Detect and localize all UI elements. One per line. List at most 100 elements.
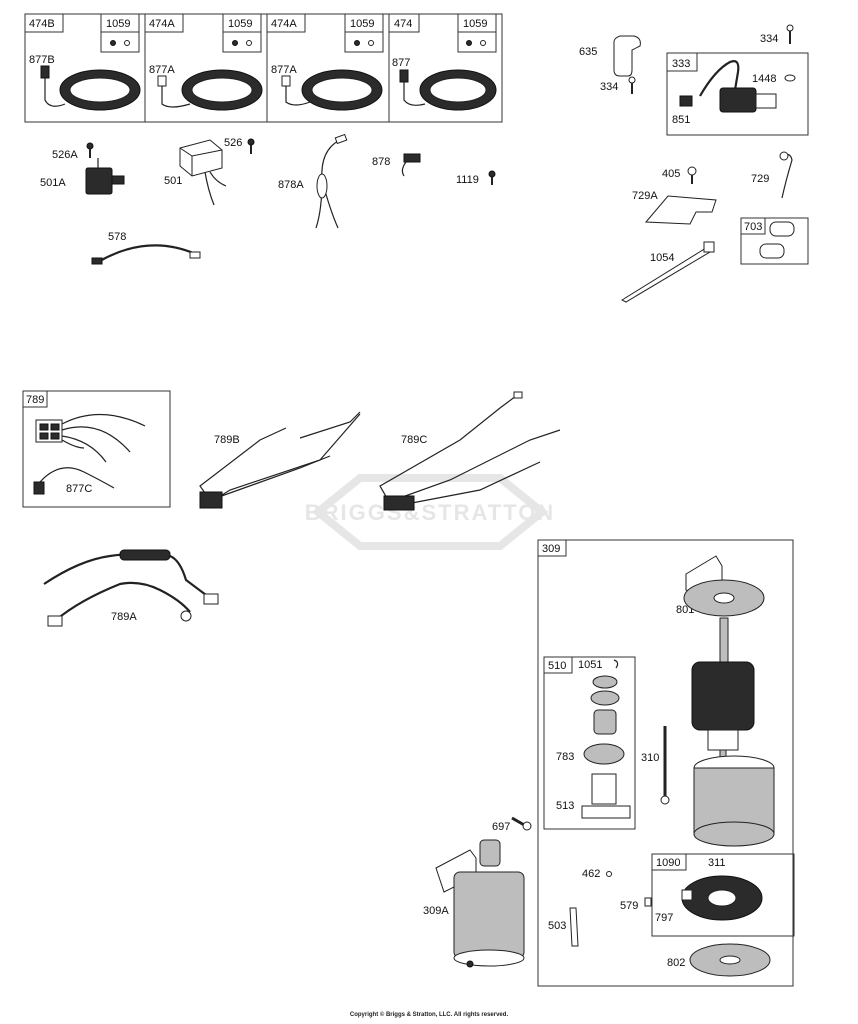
label-697: 697 — [492, 821, 510, 833]
label-503: 503 — [548, 920, 566, 932]
ground-wire-729 — [779, 151, 793, 199]
ref-474A: 474A — [149, 18, 175, 30]
ref-333: 333 — [672, 58, 690, 70]
through-bolt-310 — [660, 726, 670, 805]
starter-motor-309A — [435, 839, 525, 968]
label-526A: 526A — [52, 149, 78, 161]
regulator-501 — [179, 139, 227, 206]
stator-474 — [399, 69, 497, 111]
label-310: 310 — [641, 752, 659, 764]
label-877B: 877B — [29, 54, 55, 66]
svg-text:BRIGGS&STRATTON: BRIGGS&STRATTON — [305, 500, 555, 525]
bracket-503 — [569, 907, 579, 947]
label-783: 783 — [556, 751, 574, 763]
ignition-coil-333 — [679, 60, 777, 113]
label-878: 878 — [372, 156, 390, 168]
regulator-501A — [85, 158, 125, 195]
brush-plate-1090 — [681, 875, 763, 921]
brand-watermark: BRIGGS&STRATTON — [305, 474, 555, 550]
label-334: 334 — [600, 81, 618, 93]
ref-309: 309 — [542, 543, 560, 555]
brush-box-1090 — [651, 853, 795, 937]
label-1051: 1051 — [578, 659, 602, 671]
ref-510: 510 — [548, 660, 566, 672]
alternator-group: 474B 1059 877B 474A 1059 877A 474A — [24, 13, 503, 123]
label-1119: 1119 — [456, 174, 479, 186]
label-729A: 729A — [632, 190, 658, 202]
ref-474A: 474A — [271, 18, 297, 30]
cable-578 — [91, 244, 201, 265]
bracket-729A — [644, 195, 717, 225]
label-405: 405 — [662, 168, 680, 180]
clamp-703 — [759, 221, 795, 259]
label-1448: 1448 — [752, 73, 776, 85]
label-578: 578 — [108, 231, 126, 243]
stator-474B — [40, 65, 141, 111]
harness-789B — [199, 411, 361, 509]
connector-878 — [401, 153, 421, 177]
label-802: 802 — [667, 957, 685, 969]
wire-harness-878A — [315, 133, 348, 229]
label-877: 877 — [392, 57, 410, 69]
label-501A: 501A — [40, 177, 66, 189]
label-1054: 1054 — [650, 252, 674, 264]
ref-1059: 1059 — [106, 18, 130, 30]
label-877A: 877A — [149, 64, 175, 76]
harness-789C — [379, 391, 561, 511]
retaining-ring-1051-icon — [613, 659, 619, 669]
label-729: 729 — [751, 173, 769, 185]
label-877C: 877C — [66, 483, 92, 495]
label-789B: 789B — [214, 434, 240, 446]
label-526: 526 — [224, 137, 242, 149]
armature — [691, 617, 755, 763]
screw-526A-icon — [86, 142, 94, 158]
end-plate-802 — [689, 943, 771, 977]
end-cap-801 — [683, 555, 765, 617]
drive-box-510 — [543, 656, 636, 830]
brush-579-icon — [644, 897, 652, 907]
label-309A: 309A — [423, 905, 449, 917]
stator-474A-2 — [281, 69, 383, 111]
ref-1059: 1059 — [228, 18, 252, 30]
label-334: 334 — [760, 33, 778, 45]
screw-334a-icon — [628, 76, 636, 94]
label-789C: 789C — [401, 434, 427, 446]
label-462: 462 — [582, 868, 600, 880]
spark-plug-boot-635 — [613, 35, 641, 77]
label-797: 797 — [655, 912, 673, 924]
harness-box-789 — [22, 390, 171, 508]
screw-334b-icon — [786, 24, 794, 44]
ref-1059: 1059 — [463, 18, 487, 30]
label-513: 513 — [556, 800, 574, 812]
ref-1090: 1090 — [656, 857, 680, 869]
ref-1059: 1059 — [350, 18, 374, 30]
harness-789 — [33, 413, 146, 495]
drive-assembly-510 — [581, 675, 631, 819]
ignition-box-333 — [666, 52, 809, 136]
stator-474A — [157, 69, 263, 111]
harness-789A — [43, 549, 219, 627]
label-877A: 877A — [271, 64, 297, 76]
cable-tie-1054 — [620, 241, 715, 303]
ref-703: 703 — [744, 221, 762, 233]
copyright-notice: Copyright © Briggs & Stratton, LLC. All … — [349, 1012, 509, 1018]
label-311: 311 — [708, 857, 726, 869]
screw-697-icon — [511, 816, 532, 831]
screw-526-icon — [247, 138, 255, 154]
screw-1119-icon — [488, 170, 496, 185]
ref-474: 474 — [394, 18, 412, 30]
housing — [693, 755, 775, 847]
washer-1448-icon — [784, 74, 796, 82]
label-501: 501 — [164, 175, 182, 187]
starter-box-309 — [537, 539, 794, 987]
label-635: 635 — [579, 46, 597, 58]
screw-405-icon — [687, 166, 697, 184]
ref-789: 789 — [26, 394, 44, 406]
label-851: 851 — [672, 114, 690, 126]
clamp-box-703 — [740, 217, 809, 265]
ref-474B: 474B — [29, 18, 55, 30]
spring-462-icon — [606, 871, 612, 877]
label-878A: 878A — [278, 179, 304, 191]
label-579: 579 — [620, 900, 638, 912]
